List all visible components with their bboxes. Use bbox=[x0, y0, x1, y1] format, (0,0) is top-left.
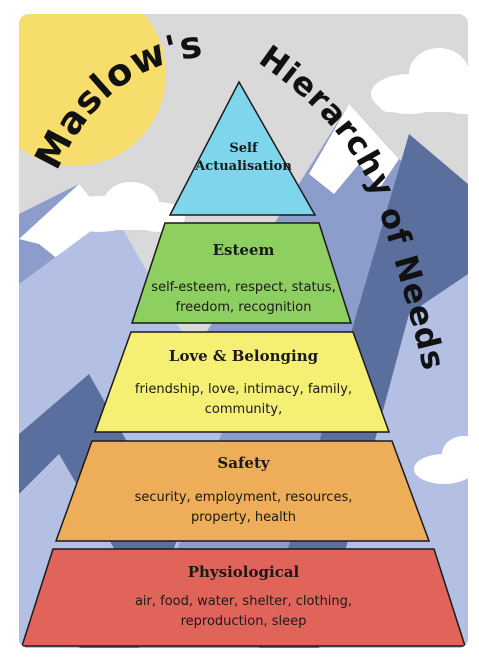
tier-shape-self-actualisation bbox=[168, 80, 317, 216]
tier-desc-line: air, food, water, shelter, clothing, bbox=[134, 594, 353, 609]
tier-title-esteem: Esteem bbox=[212, 241, 275, 259]
tier-title-self-actualisation: Self Actualisation bbox=[19, 140, 468, 176]
tier-desc-line: security, employment, resources, bbox=[134, 490, 353, 505]
infographic-card: Maslow's Hierarchy of Needs Self Actuali… bbox=[19, 14, 468, 648]
cloud-right bbox=[371, 48, 468, 114]
tier-desc-safety: security, employment, resources, propert… bbox=[19, 488, 468, 528]
sun bbox=[19, 14, 166, 166]
tier-title-love-belonging: Love & Belonging bbox=[168, 347, 319, 365]
tier-desc-line: reproduction, sleep bbox=[180, 614, 307, 629]
background-scene bbox=[19, 14, 468, 648]
tier-title-line: Actualisation bbox=[195, 159, 292, 174]
tier-desc-line: friendship, love, intimacy, family, bbox=[134, 382, 353, 397]
tier-desc-love-belonging: friendship, love, intimacy, family, comm… bbox=[19, 380, 468, 420]
tier-shape-esteem bbox=[130, 222, 353, 324]
tier-shape-love-belonging bbox=[93, 331, 391, 433]
cloud-left bbox=[61, 182, 185, 232]
cloud-lower-right bbox=[414, 436, 468, 484]
tier-desc-line: property, health bbox=[190, 510, 297, 525]
title-part2: Hierarchy of Needs bbox=[253, 38, 454, 375]
tier-desc-line: freedom, recognition bbox=[175, 300, 312, 315]
title-graphic: Maslow's Hierarchy of Needs bbox=[26, 23, 454, 375]
tier-desc-line: community, bbox=[204, 402, 283, 417]
tier-title-line: Self bbox=[229, 141, 258, 156]
tier-desc-physiological: air, food, water, shelter, clothing, rep… bbox=[19, 592, 468, 632]
tier-shape-safety bbox=[54, 440, 431, 542]
tier-desc-line: self-esteem, respect, status, bbox=[151, 280, 336, 295]
snow-cap-right bbox=[309, 104, 399, 194]
tier-desc-esteem: self-esteem, respect, status, freedom, r… bbox=[19, 278, 468, 318]
tier-title-physiological: Physiological bbox=[187, 563, 300, 581]
tier-title-safety: Safety bbox=[217, 454, 270, 472]
tier-shape-physiological bbox=[20, 548, 467, 647]
